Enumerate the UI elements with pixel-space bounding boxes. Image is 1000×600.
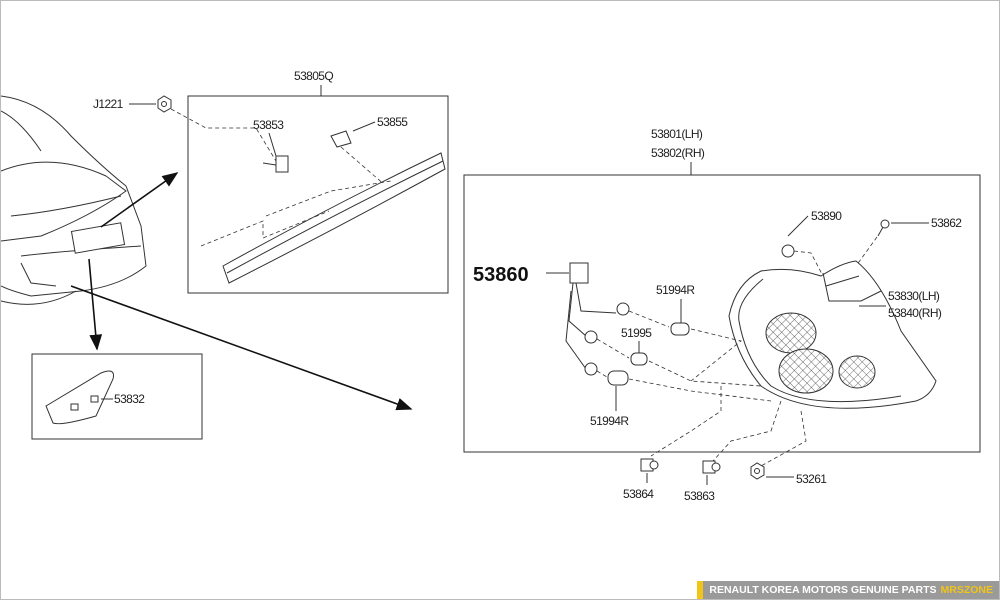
screw-icon: [877, 219, 890, 237]
callout-53840: 53840(RH): [888, 306, 942, 320]
clip-icon: [330, 130, 352, 148]
rear-combination-lamp: [728, 260, 937, 409]
callout-53862: 53862: [931, 216, 962, 230]
bulb-icon: [670, 322, 690, 336]
high-mount-stop-lamp-box: [187, 95, 449, 294]
callout-51995: 51995: [621, 326, 652, 340]
banner-text: RENAULT KOREA MOTORS GENUINE PARTS: [709, 584, 937, 596]
callout-53832: 53832: [114, 392, 145, 406]
callout-51994r-top: 51994R: [656, 283, 695, 297]
callout-53830: 53830(LH): [888, 289, 940, 303]
callout-51994r-bottom: 51994R: [590, 414, 629, 428]
bulb-icon: [630, 352, 648, 366]
callout-53855: 53855: [377, 115, 408, 129]
nut-icon: [640, 458, 659, 472]
arrow-to-license-lamp: [88, 258, 103, 351]
car-rear-illustration: [1, 95, 147, 305]
arrow-to-high-mount: [100, 172, 179, 228]
callout-53802: 53802(RH): [651, 146, 705, 160]
nut-icon: [157, 95, 172, 113]
banner-brand: MRSZONE: [940, 584, 994, 596]
callout-j1221: J1221: [93, 97, 124, 111]
nut-icon: [750, 462, 765, 480]
watermark-banner: RENAULT KOREA MOTORS GENUINE PARTS MRSZO…: [697, 581, 999, 599]
rear-combination-lamp-box: [463, 174, 981, 453]
wiring-harness: [565, 262, 630, 376]
callout-53890: 53890: [811, 209, 842, 223]
arrow-to-tail-lamp: [70, 285, 413, 411]
banner-accent-bar: [697, 581, 704, 599]
callout-53853: 53853: [253, 118, 284, 132]
grommet-icon: [781, 244, 795, 258]
callout-53864: 53864: [623, 487, 654, 501]
bulb-icon: [607, 370, 629, 386]
callout-53860: 53860: [473, 264, 529, 286]
nut-icon: [702, 460, 721, 474]
callout-53801: 53801(LH): [651, 127, 703, 141]
callout-53805q: 53805Q: [294, 69, 333, 83]
high-mount-stop-lamp: [200, 152, 446, 284]
callout-53863: 53863: [684, 489, 715, 503]
license-lamp-box: [31, 353, 203, 440]
callout-53261: 53261: [796, 472, 827, 486]
bolt-icon: [262, 155, 289, 173]
license-plate-lamp: [45, 370, 114, 425]
